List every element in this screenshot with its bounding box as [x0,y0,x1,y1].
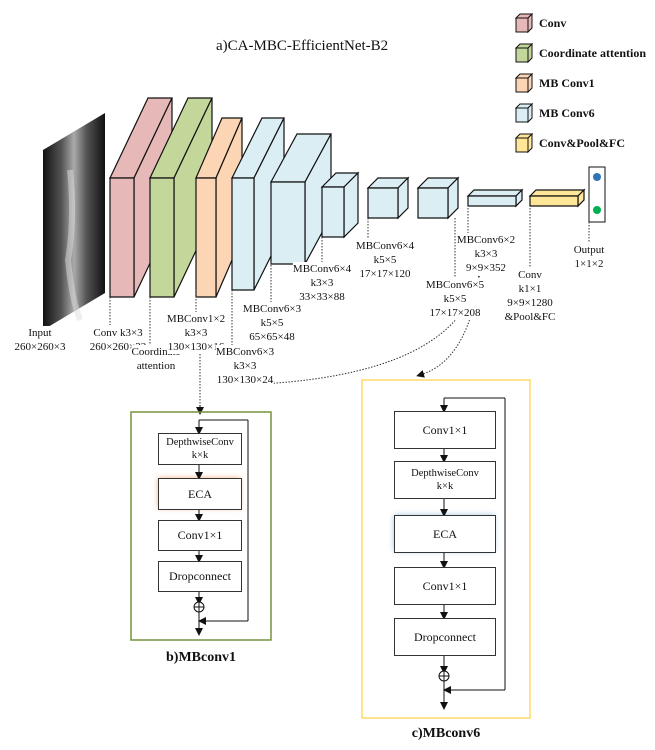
layer-label-line: k1×1 [518,283,542,295]
mbconv6-block-depthwiseconv: DepthwiseConv k×k [394,461,496,499]
mbconv6-d-cube-front [367,187,399,219]
legend-item: Conv [515,12,566,34]
mbconv1-block-conv1-1: Conv1×1 [158,520,242,551]
layer-label-mb6d: MBConv6×4 k5×5 17×17×120 [355,239,415,281]
head-cube-top [528,189,586,197]
cube-swatch-icon [515,73,533,93]
legend-label: MB Conv1 [539,75,595,90]
mbconv6-block-conv1-1: Conv1×1 [394,567,496,605]
layer-label-mb6a: MBConv6×3 k3×3 130×130×24 [215,345,275,387]
layer-label-line: k3×3 [233,360,257,372]
layer-label-line: 17×17×208 [429,307,481,319]
layer-label-line: 17×17×120 [359,268,411,280]
mbconv6-block-eca: ECA [394,515,496,553]
layer-label-input: Input 260×260×3 [14,326,66,354]
output-vector [588,166,606,223]
mbconv6-e-cube-front [417,187,449,219]
layer-label-line: Input [28,327,52,339]
output-node-1 [593,173,601,181]
mbconv6-a-cube-front [231,177,255,291]
layer-label-line: 130×130×24 [216,374,274,386]
layer-label-mb1: MBConv1×2 k3×3 130×130×16 [166,312,226,354]
layer-label-mb6b: MBConv6×3 k5×5 65×65×48 [242,302,302,344]
layer-label-line: Conv [518,269,542,281]
cube-swatch-icon [515,133,533,153]
coordinate-attention-cube-front [149,177,175,298]
layer-label-head: Conv k1×1 9×9×1280&Pool&FC [504,268,556,324]
layer-label-line: MBConv6×2 [456,234,516,246]
output-node-2 [593,206,601,214]
mbconv1-block-dropconnect: Dropconnect [158,561,242,592]
legend-item: MB Conv6 [515,102,595,124]
figure-title: a)CA-MBC-EfficientNet-B2 [216,38,389,54]
layer-label-line: MBConv6×5 [425,279,485,291]
layer-label-line: k3×3 [310,277,334,289]
cube-swatch-icon [515,103,533,123]
mbconv1-block-eca: ECA [158,478,242,510]
layer-label-line: 130×130×16 [167,341,225,353]
layer-label-line: 1×1×2 [574,258,604,270]
mbconv6-caption: c)MBconv6 [411,726,481,741]
layer-label-line: k5×5 [443,293,467,305]
layer-label-line: k5×5 [373,254,397,266]
layer-label-line: MBConv1×2 [166,313,226,325]
layer-label-line: k3×3 [474,248,498,260]
legend-item: Coordinate attention [515,42,646,64]
mbconv1-frame [130,411,272,641]
layer-label-line: 33×33×88 [299,291,345,303]
legend-item: MB Conv1 [515,72,595,94]
layer-label-line: &Pool&FC [504,311,556,323]
layer-label-line: MBConv6×3 [215,346,275,358]
mbconv6-f-cube-top [466,189,524,197]
mbconv6-block-conv1-1: Conv1×1 [394,411,496,449]
layer-label-mb6c: MBConv6×4 k3×3 33×33×88 [292,262,352,304]
layer-label-line: k3×3 [184,327,208,339]
mbconv6-b-cube-front [270,181,306,265]
layer-label-line: 9×9×352 [466,262,506,274]
layer-label-line: Output [573,244,605,256]
mbconv1-caption: b)MBconv1 [166,650,236,665]
layer-label-mb6e: MBConv6×5 k5×5 17×17×208 [425,278,485,320]
cube-swatch-icon [515,43,533,63]
legend-label: Conv [539,15,567,30]
layer-label-output: Output 1×1×2 [573,243,605,271]
layer-label-line: MBConv6×4 [292,263,352,275]
layer-label-line: k5×5 [260,317,284,329]
mbconv6-block-dropconnect: Dropconnect [394,618,496,656]
layer-label-line: attention [136,360,176,372]
layer-label-line: 9×9×1280 [507,297,553,309]
legend-label: Conv&Pool&FC [539,135,625,150]
legend-item: Conv&Pool&FC [515,132,625,154]
layer-label-line: 260×260×3 [14,341,66,353]
mbconv6-frame [361,379,531,719]
head-cube-front [529,195,579,207]
layer-label-line: MBConv6×3 [242,303,302,315]
mbconv6-f-cube-front [467,195,517,207]
conv-cube-front [109,177,135,298]
cube-swatch-icon [515,13,533,33]
mbconv1-block-depthwiseconv: DepthwiseConv k×k [158,433,242,465]
mbconv1-cube-front [195,177,217,298]
legend-label: Coordinate attention [539,45,646,60]
layer-label-line: MBConv6×4 [355,240,415,252]
mbconv6-c-cube-front [321,186,345,238]
legend-label: MB Conv6 [539,105,595,120]
layer-label-line: Conv k3×3 [93,327,143,339]
layer-label-line: 65×65×48 [249,331,295,343]
